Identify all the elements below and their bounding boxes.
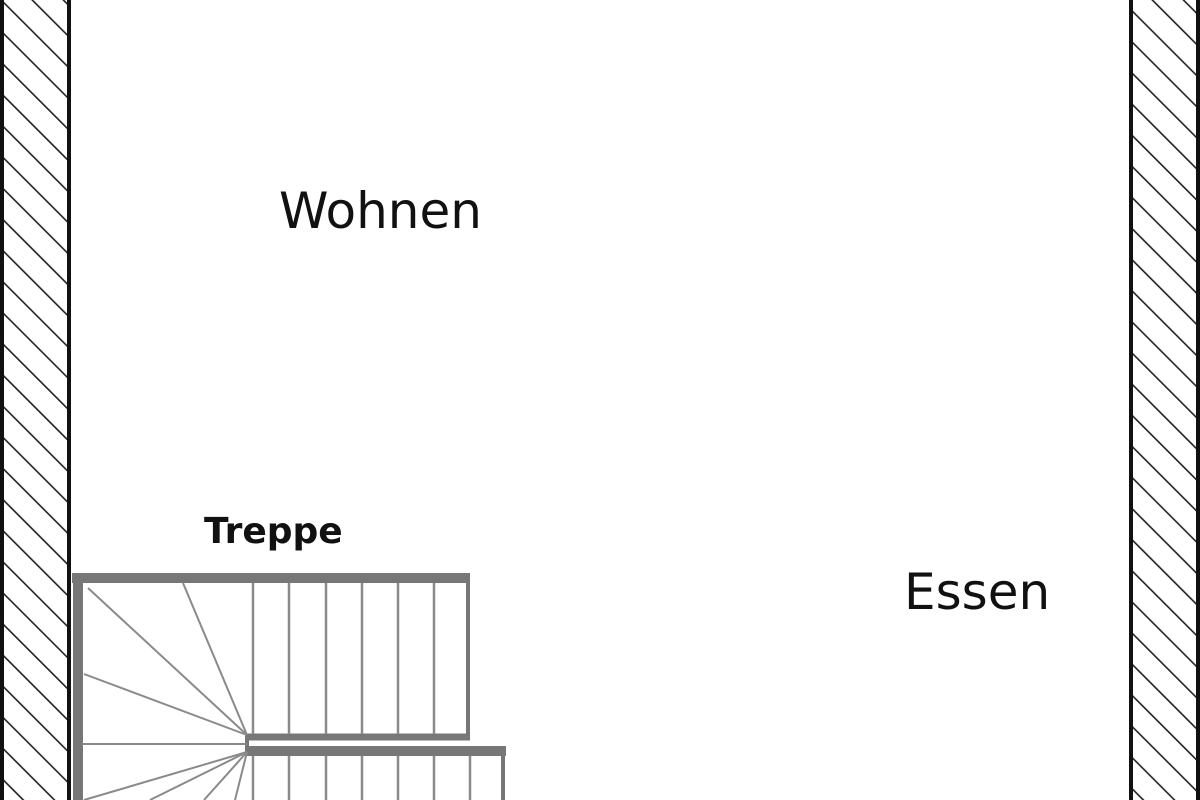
winder-tread <box>83 673 248 736</box>
staircase <box>72 573 506 800</box>
upper-treads <box>251 583 436 734</box>
winder-tread <box>203 751 248 800</box>
stair-label-treppe: Treppe <box>204 511 343 552</box>
lower-treads <box>251 756 472 800</box>
winder-treads <box>83 582 248 800</box>
winder-tread <box>182 582 248 736</box>
room-label-wohnen: Wohnen <box>279 182 482 240</box>
winder-tread <box>234 751 248 800</box>
room-label-essen: Essen <box>904 563 1050 621</box>
right-wall <box>1129 0 1200 800</box>
winder-tread <box>83 751 248 800</box>
left-wall <box>0 0 71 800</box>
winder-tread <box>149 751 248 800</box>
winder-tread <box>87 587 248 736</box>
